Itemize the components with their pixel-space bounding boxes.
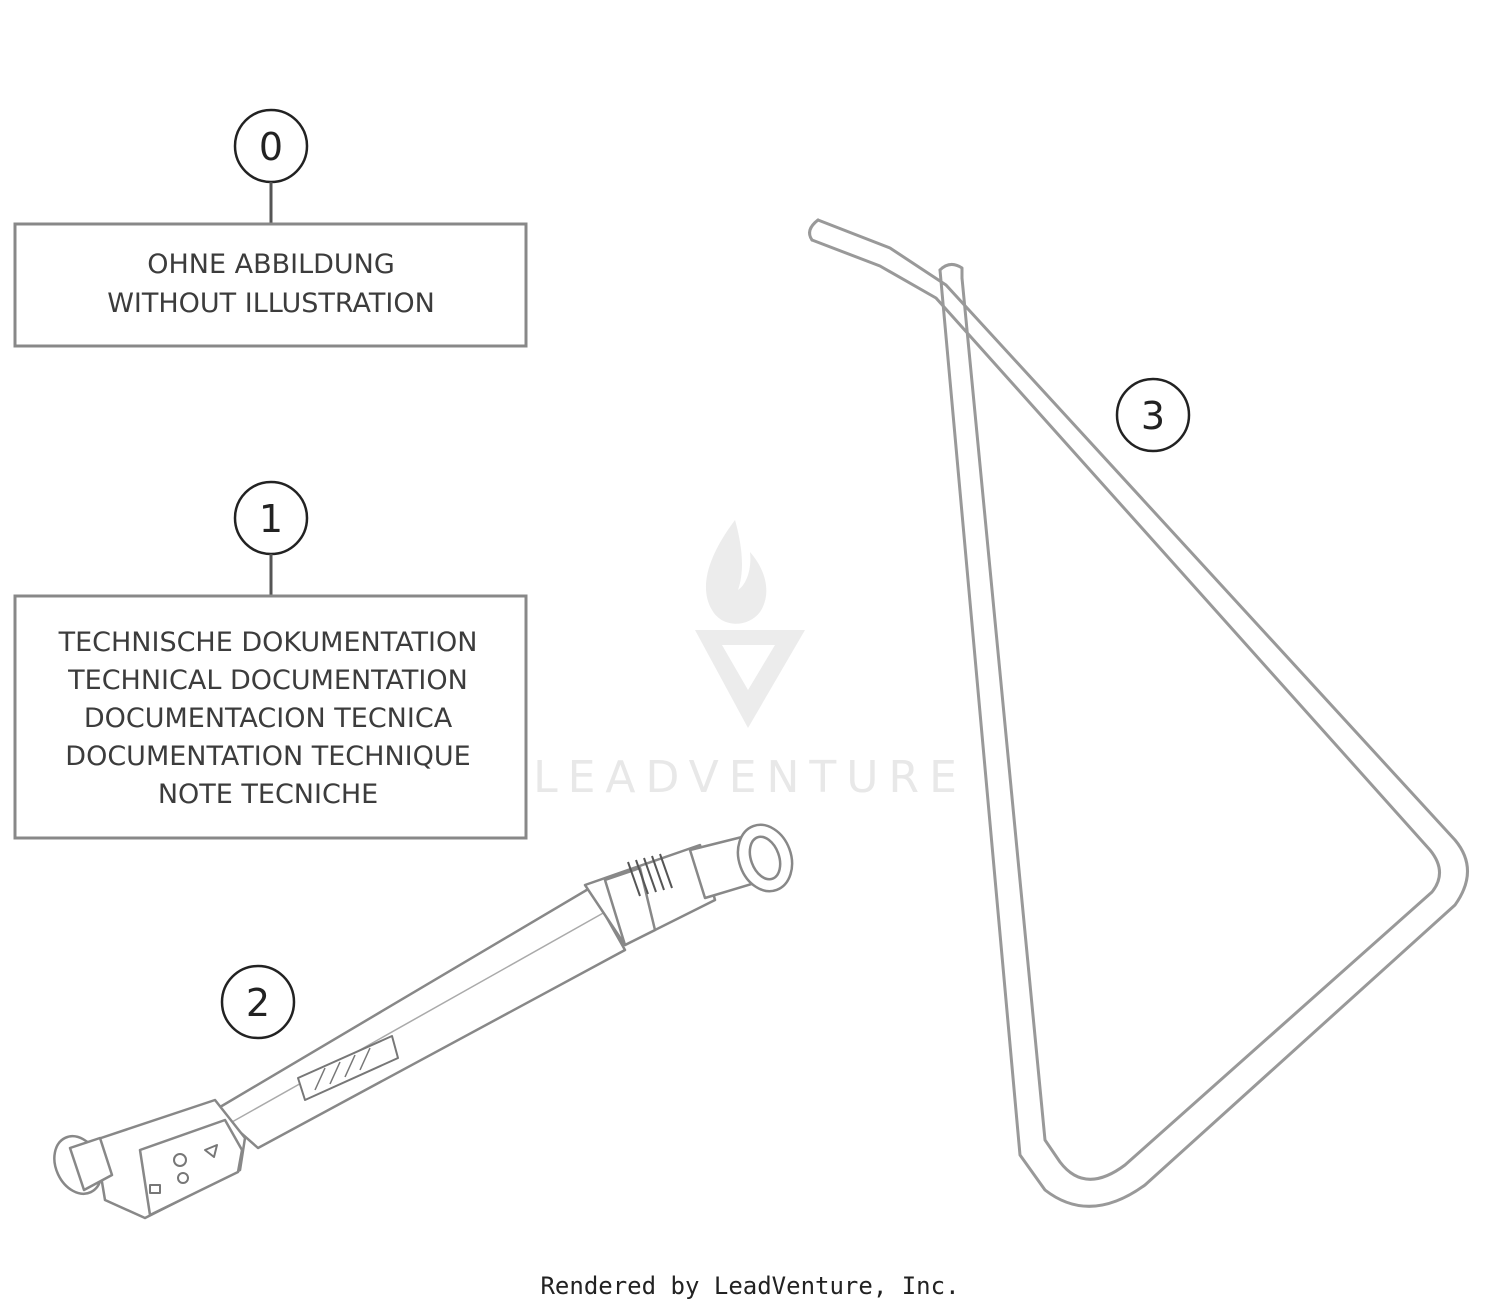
leadventure-watermark: LEADVENTURE — [533, 520, 967, 803]
rendered-by-footer: Rendered by LeadVenture, Inc. — [540, 1272, 960, 1300]
callout-1: 1 — [233, 480, 309, 596]
side-stand-icon — [808, 218, 1469, 1208]
box0-line-2: WITHOUT ILLUSTRATION — [107, 288, 435, 319]
watermark-flame-icon — [705, 520, 767, 624]
watermark-text: LEADVENTURE — [533, 752, 967, 803]
callout-2: 2 — [220, 964, 296, 1040]
box1-line-1: TECHNISCHE DOKUMENTATION — [58, 627, 478, 658]
box1-line-4: DOCUMENTATION TECHNIQUE — [65, 741, 470, 772]
box1-line-5: NOTE TECNICHE — [158, 779, 378, 810]
without-illustration-box: OHNE ABBILDUNG WITHOUT ILLUSTRATION — [13, 222, 528, 348]
callout-3-number: 3 — [1141, 394, 1165, 438]
technical-documentation-box: TECHNISCHE DOKUMENTATION TECHNICAL DOCUM… — [13, 594, 528, 840]
box1-line-2: TECHNICAL DOCUMENTATION — [67, 665, 468, 696]
box1-line-3: DOCUMENTACION TECNICA — [84, 703, 453, 734]
watermark-v-icon — [695, 630, 805, 728]
callout-0-number: 0 — [259, 125, 283, 169]
callout-1-number: 1 — [259, 497, 283, 541]
callout-2-number: 2 — [246, 981, 270, 1025]
tire-pressure-gauge-icon — [53, 823, 794, 1220]
box0-line-1: OHNE ABBILDUNG — [147, 249, 395, 280]
callout-0: 0 — [233, 108, 309, 224]
callout-3: 3 — [1115, 377, 1191, 453]
